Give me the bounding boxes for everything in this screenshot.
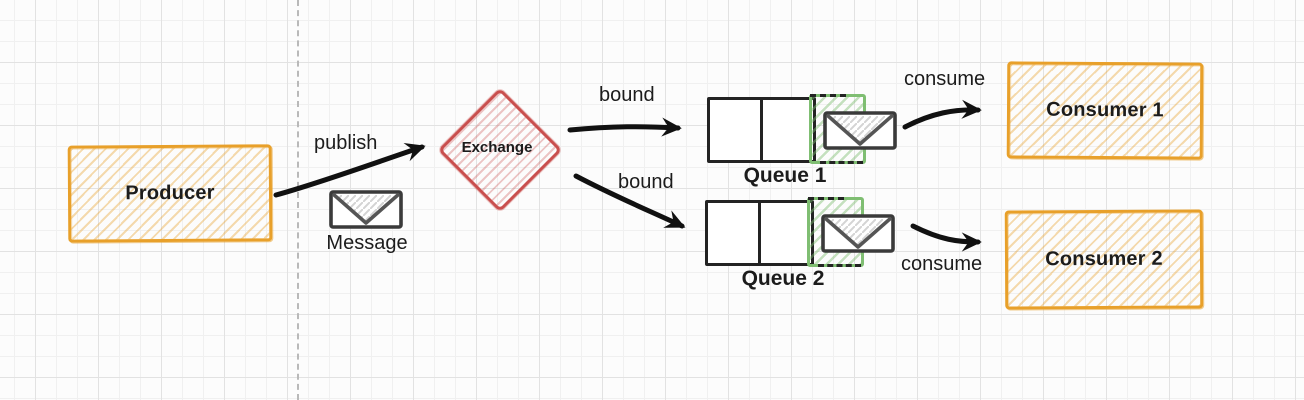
consumer2-node: Consumer 2 [1004, 209, 1204, 310]
queue1-cell-empty [760, 97, 816, 163]
exchange-node: Exchange [437, 87, 563, 213]
page-divider-dashed-line [297, 0, 299, 400]
queue2-node: Queue 2 [703, 197, 903, 302]
queue2-message [819, 212, 897, 259]
producer-label: Producer [125, 181, 215, 205]
bound-arrow-1 [567, 117, 682, 137]
consumer1-label: Consumer 1 [1046, 98, 1164, 122]
queue1-label: Queue 1 [743, 164, 827, 187]
queue2-label: Queue 2 [741, 267, 825, 290]
consume-edge-label-2: consume [901, 253, 983, 275]
queue1-message [821, 109, 899, 156]
bound-edge-label-2: bound [618, 171, 674, 193]
queue2-cell-empty [705, 200, 761, 266]
queue2-cells [705, 200, 814, 266]
queue1-cells [707, 97, 816, 163]
consume-edge-label-1: consume [904, 68, 986, 90]
consumer2-label: Consumer 2 [1045, 247, 1163, 271]
consume-arrow-1 [902, 99, 982, 130]
sketch-dash [808, 197, 844, 200]
envelope-icon [823, 111, 897, 150]
consume-arrow-2 [910, 223, 982, 252]
exchange-label: Exchange [461, 138, 533, 156]
consumer1-node: Consumer 1 [1006, 61, 1204, 160]
envelope-icon [329, 190, 403, 229]
bound-edge-label-1: bound [599, 84, 655, 106]
queue1-node: Queue 1 [705, 94, 905, 199]
publish-edge-label: publish [314, 132, 378, 154]
sketch-dash [820, 161, 864, 164]
envelope-icon [821, 214, 895, 253]
queue1-cell-empty [707, 97, 763, 163]
sketch-dash [818, 264, 862, 267]
queue2-cell-empty [758, 200, 814, 266]
message-label: Message [326, 232, 408, 254]
producer-node: Producer [67, 144, 273, 243]
message-node [328, 188, 404, 235]
sketch-dash [810, 94, 846, 97]
